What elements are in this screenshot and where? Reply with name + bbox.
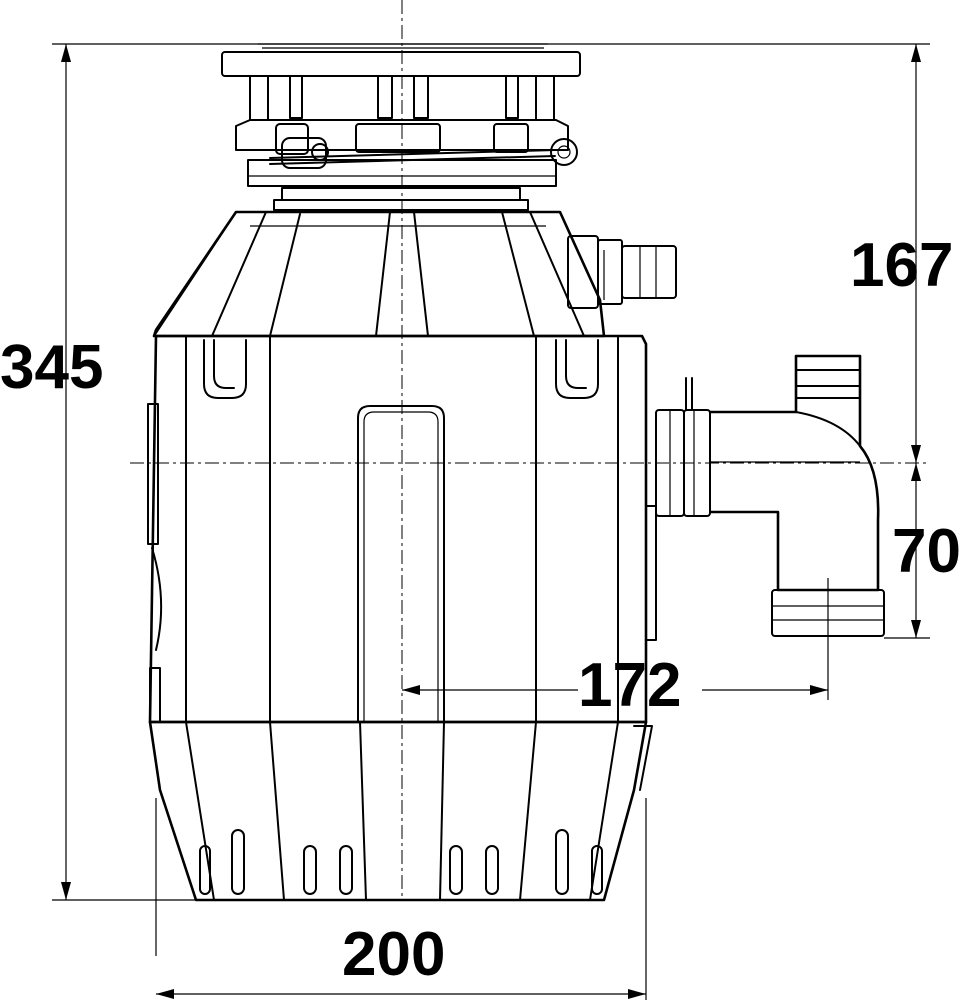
lower-housing [148, 720, 653, 902]
mounting-assembly [221, 43, 581, 211]
vent-slots [199, 829, 603, 895]
dimension-body-width: 200 [342, 920, 445, 989]
dimension-outlet-offset: 172 [578, 651, 681, 720]
dishwasher-inlet [567, 235, 677, 309]
dimension-labels: 345 167 70 172 200 [0, 231, 961, 989]
drain-outlet-elbow [655, 354, 885, 637]
main-housing [147, 334, 657, 724]
upper-housing [152, 210, 606, 338]
dimension-lines [52, 43, 930, 1000]
dimension-height-total: 345 [0, 333, 103, 402]
dimension-outlet-drop: 70 [892, 517, 961, 586]
dimension-height-to-inlet: 167 [850, 231, 953, 300]
center-lines [130, 0, 930, 900]
